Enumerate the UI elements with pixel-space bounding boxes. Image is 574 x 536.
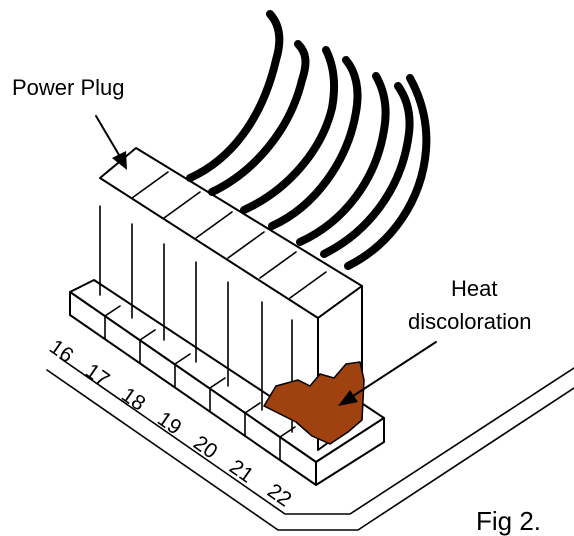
circuit-board-outline [46,357,574,531]
heat-discoloration-patch [263,361,365,445]
figure-caption: Fig 2. [476,506,541,536]
power-plug-pointer-arrow [95,115,127,170]
pin-number: 18 [117,383,149,415]
heat-discoloration-pointer-arrow [338,341,437,406]
pin-number: 21 [225,455,257,487]
pin-number: 20 [189,431,221,463]
heat-discoloration-label-line1: Heat [451,276,497,301]
wire-bundle [186,10,431,270]
pin-header-base [69,279,385,486]
heat-discoloration-label-line2: discoloration [408,309,532,334]
pin-number: 16 [45,335,77,367]
pin-number: 22 [263,479,295,511]
pin-number: 19 [153,407,185,439]
pin-number: 17 [81,359,113,391]
power-plug-label: Power Plug [12,75,125,100]
